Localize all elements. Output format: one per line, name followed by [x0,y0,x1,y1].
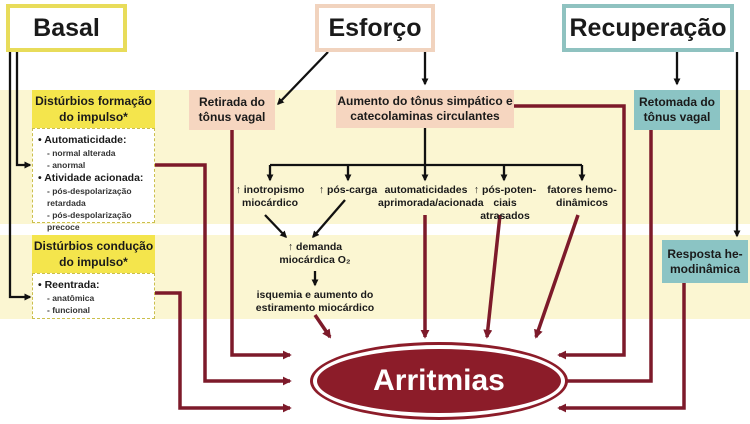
retirada-box: Retirada do tônus vagal [189,90,275,130]
list-subitem: - pós-despolarização retardada [47,186,132,208]
arrow-inotropismo-to-demanda [264,214,287,239]
conducao-title-box: Distúrbios condução do impulso* [32,235,155,273]
list-subitem: - funcional [47,305,90,315]
effect-pospotenciais: ↑ pós-poten- ciais atrasados [473,184,537,222]
arrow-retomada-to-arritmias [557,130,653,386]
list-item: • Atividade acionada: [38,172,144,184]
arrow-basal-to-conducao [8,52,32,301]
effect-hemodinamicos: fatores hemo- dinâmicos [547,184,617,209]
arrow-retirada-to-arritmias [230,130,292,360]
effect-inotropismo: ↑ inotropismo miocárdico [235,184,305,209]
header-esforco: Esforço [315,4,435,52]
effect-automaticidades: automaticidades aprimorada/acionada [378,184,484,209]
arrow-resposta-to-arritmias [557,283,686,413]
arrow-aumento-to-arritmias [514,104,626,360]
list-item: • Automaticidade: [38,134,127,146]
effect-poscarga: ↑ pós-carga [318,184,378,196]
arrow-formacao-to-arritmias [155,163,292,386]
list-subitem: - anormal [47,160,86,170]
arrow-isquemia-to-arritmias [313,314,332,339]
list-subitem: - pós-despolarização precoce [47,210,132,232]
arrow-pospotenciais-to-arritmias [483,214,502,339]
arrow-esforco-to-retirada [277,51,329,106]
aumento-box: Aumento do tônus simpático e catecolamin… [336,90,514,128]
list-subitem: - anatômica [47,293,95,303]
conducao-detail-box: • Reentrada: - anatômica - funcional [32,273,155,319]
arrow-fatores-to-arritmias [534,214,580,339]
retomada-box: Retomada do tônus vagal [634,90,720,130]
list-subitem: - normal alterada [47,148,116,158]
header-recuperacao: Recuperação [562,4,734,52]
demanda-label: ↑ demanda miocárdica O₂ [279,241,351,266]
arritmias-ellipse: Arritmias [313,345,565,417]
arrow-conducao-to-arritmias [155,291,292,413]
arrow-poscarga-to-demanda [312,199,346,239]
resposta-box: Resposta he- modinâmica [662,240,748,283]
list-item: • Reentrada: [38,279,100,291]
header-basal: Basal [6,4,127,52]
formacao-title-box: Distúrbios formação do impulso* [32,90,155,128]
formacao-detail-box: • Automaticidade: - normal alterada - an… [32,128,155,232]
isquemia-label: isquemia e aumento do estiramento miocár… [255,289,375,314]
arrow-basal-to-formacao [15,52,32,169]
